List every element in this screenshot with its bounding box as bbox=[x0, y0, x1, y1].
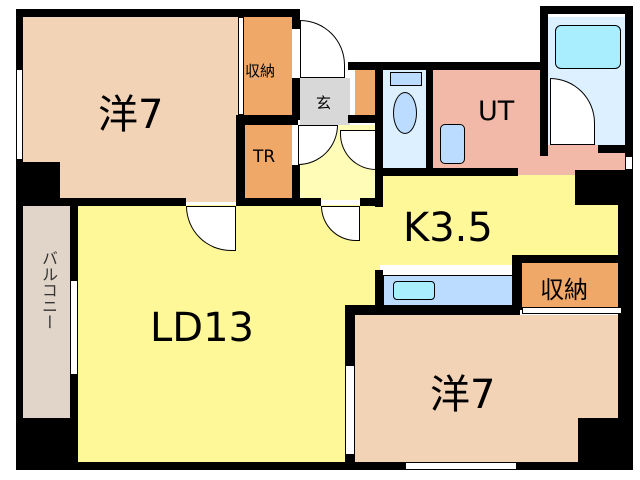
window bbox=[405, 462, 517, 470]
wall bbox=[540, 6, 548, 156]
wall bbox=[348, 62, 548, 70]
western-room-1-label: 洋7 bbox=[98, 92, 164, 138]
washbasin bbox=[440, 124, 465, 164]
wall bbox=[578, 418, 633, 470]
closet-1 bbox=[244, 17, 292, 115]
utility-label: UT bbox=[478, 96, 515, 127]
wall bbox=[70, 205, 78, 280]
wall bbox=[618, 170, 633, 470]
closet-1-label: 収納 bbox=[245, 62, 276, 80]
closet-2-label: 収納 bbox=[540, 276, 588, 304]
window bbox=[345, 365, 355, 455]
wall bbox=[375, 270, 383, 315]
window bbox=[16, 69, 23, 160]
wall bbox=[512, 255, 625, 263]
bathtub bbox=[555, 25, 621, 69]
wall bbox=[598, 145, 628, 153]
wall bbox=[236, 115, 245, 205]
living-dining-label: LD13 bbox=[150, 305, 254, 351]
wall bbox=[540, 6, 633, 14]
wall bbox=[360, 198, 378, 206]
balcony-label: バルコニー bbox=[39, 250, 58, 330]
wall bbox=[16, 198, 186, 206]
wall bbox=[16, 462, 633, 470]
wall bbox=[345, 305, 355, 365]
wall bbox=[292, 78, 300, 120]
sink bbox=[393, 281, 435, 300]
wall bbox=[16, 160, 23, 470]
wall bbox=[345, 305, 520, 315]
wall bbox=[236, 115, 298, 125]
window bbox=[238, 17, 244, 115]
toilet-tank bbox=[390, 72, 422, 86]
wall bbox=[625, 6, 633, 156]
entrance-door[interactable] bbox=[300, 20, 345, 78]
wall bbox=[16, 418, 78, 470]
living-dining bbox=[75, 205, 350, 465]
wall bbox=[292, 165, 300, 205]
wall bbox=[375, 62, 383, 207]
wall bbox=[426, 62, 433, 175]
wall bbox=[375, 168, 518, 176]
trunk-room bbox=[245, 125, 292, 200]
wall bbox=[70, 375, 78, 425]
toilet-bowl bbox=[393, 92, 417, 134]
entrance bbox=[300, 78, 350, 126]
balcony bbox=[22, 205, 70, 418]
window bbox=[522, 307, 622, 314]
entrance-label: 玄 bbox=[316, 94, 332, 112]
entrance-closet bbox=[355, 70, 375, 115]
window bbox=[70, 280, 78, 375]
trunk-room-label: TR bbox=[253, 147, 276, 167]
closet-2 bbox=[522, 262, 625, 307]
wall bbox=[292, 9, 300, 29]
window bbox=[625, 156, 633, 170]
wall bbox=[16, 9, 298, 17]
wall bbox=[22, 162, 60, 202]
kitchen-label: K3.5 bbox=[403, 205, 493, 251]
wall bbox=[16, 9, 23, 69]
wall bbox=[348, 115, 378, 123]
wall bbox=[512, 255, 522, 310]
wall bbox=[236, 198, 321, 206]
western-room-2-label: 洋7 bbox=[430, 372, 496, 418]
